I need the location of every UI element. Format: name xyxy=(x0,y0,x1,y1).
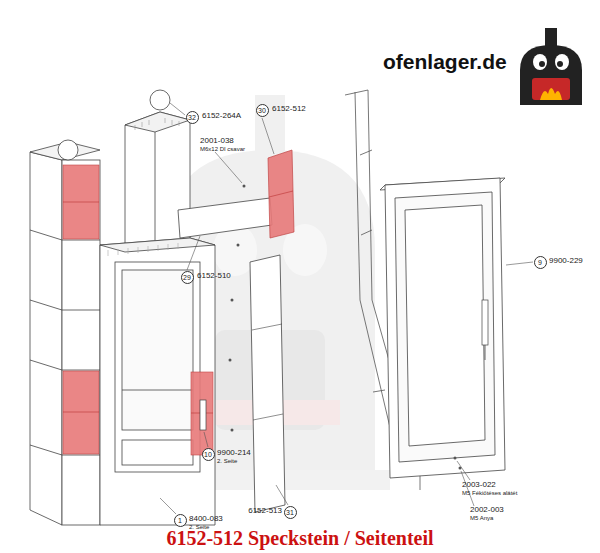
callout-number: 1 xyxy=(178,517,182,524)
logo-text: ofenlager.de xyxy=(383,50,507,73)
callout-number: 29 xyxy=(183,274,191,281)
part-label: 2. Seite xyxy=(217,458,237,465)
callout-circle: 29 xyxy=(181,271,194,284)
callout-number: 10 xyxy=(204,451,212,458)
callout-number: 9 xyxy=(538,259,542,266)
part-label: M5 Fékiőtéses alátét xyxy=(462,490,517,497)
part-label: 2002-003 xyxy=(470,506,504,515)
part-label: 9900-214 xyxy=(217,449,251,458)
part-label: M6x12 DI csavar xyxy=(200,146,245,153)
part-label: 6152-512 xyxy=(272,105,306,114)
callout-number: 32 xyxy=(188,114,196,121)
part-label: 2003-022 xyxy=(462,481,496,490)
part-label: 6152-510 xyxy=(197,272,231,281)
callout-circle: 31 xyxy=(284,506,297,519)
part-label: 2001-038 xyxy=(200,137,234,146)
part-label: 9900-229 xyxy=(549,257,583,266)
callout-circle: 10 xyxy=(202,448,215,461)
title: 6152-512 Speckstein / Seitenteil xyxy=(166,527,433,549)
part-label: 6152-264A xyxy=(202,112,241,121)
logo-mascot xyxy=(520,28,582,105)
callout-circle: 9 xyxy=(534,256,547,269)
part-label: 6152-513 xyxy=(248,507,282,516)
callout-number: 30 xyxy=(258,107,266,114)
callout-circle: 32 xyxy=(186,111,199,124)
callout-number: 31 xyxy=(286,509,294,516)
part-label: M5 Anya xyxy=(470,515,493,522)
callout-circle: 30 xyxy=(256,104,269,117)
callout-circle: 1 xyxy=(174,514,187,527)
part-label: 8400-083 xyxy=(189,515,223,524)
